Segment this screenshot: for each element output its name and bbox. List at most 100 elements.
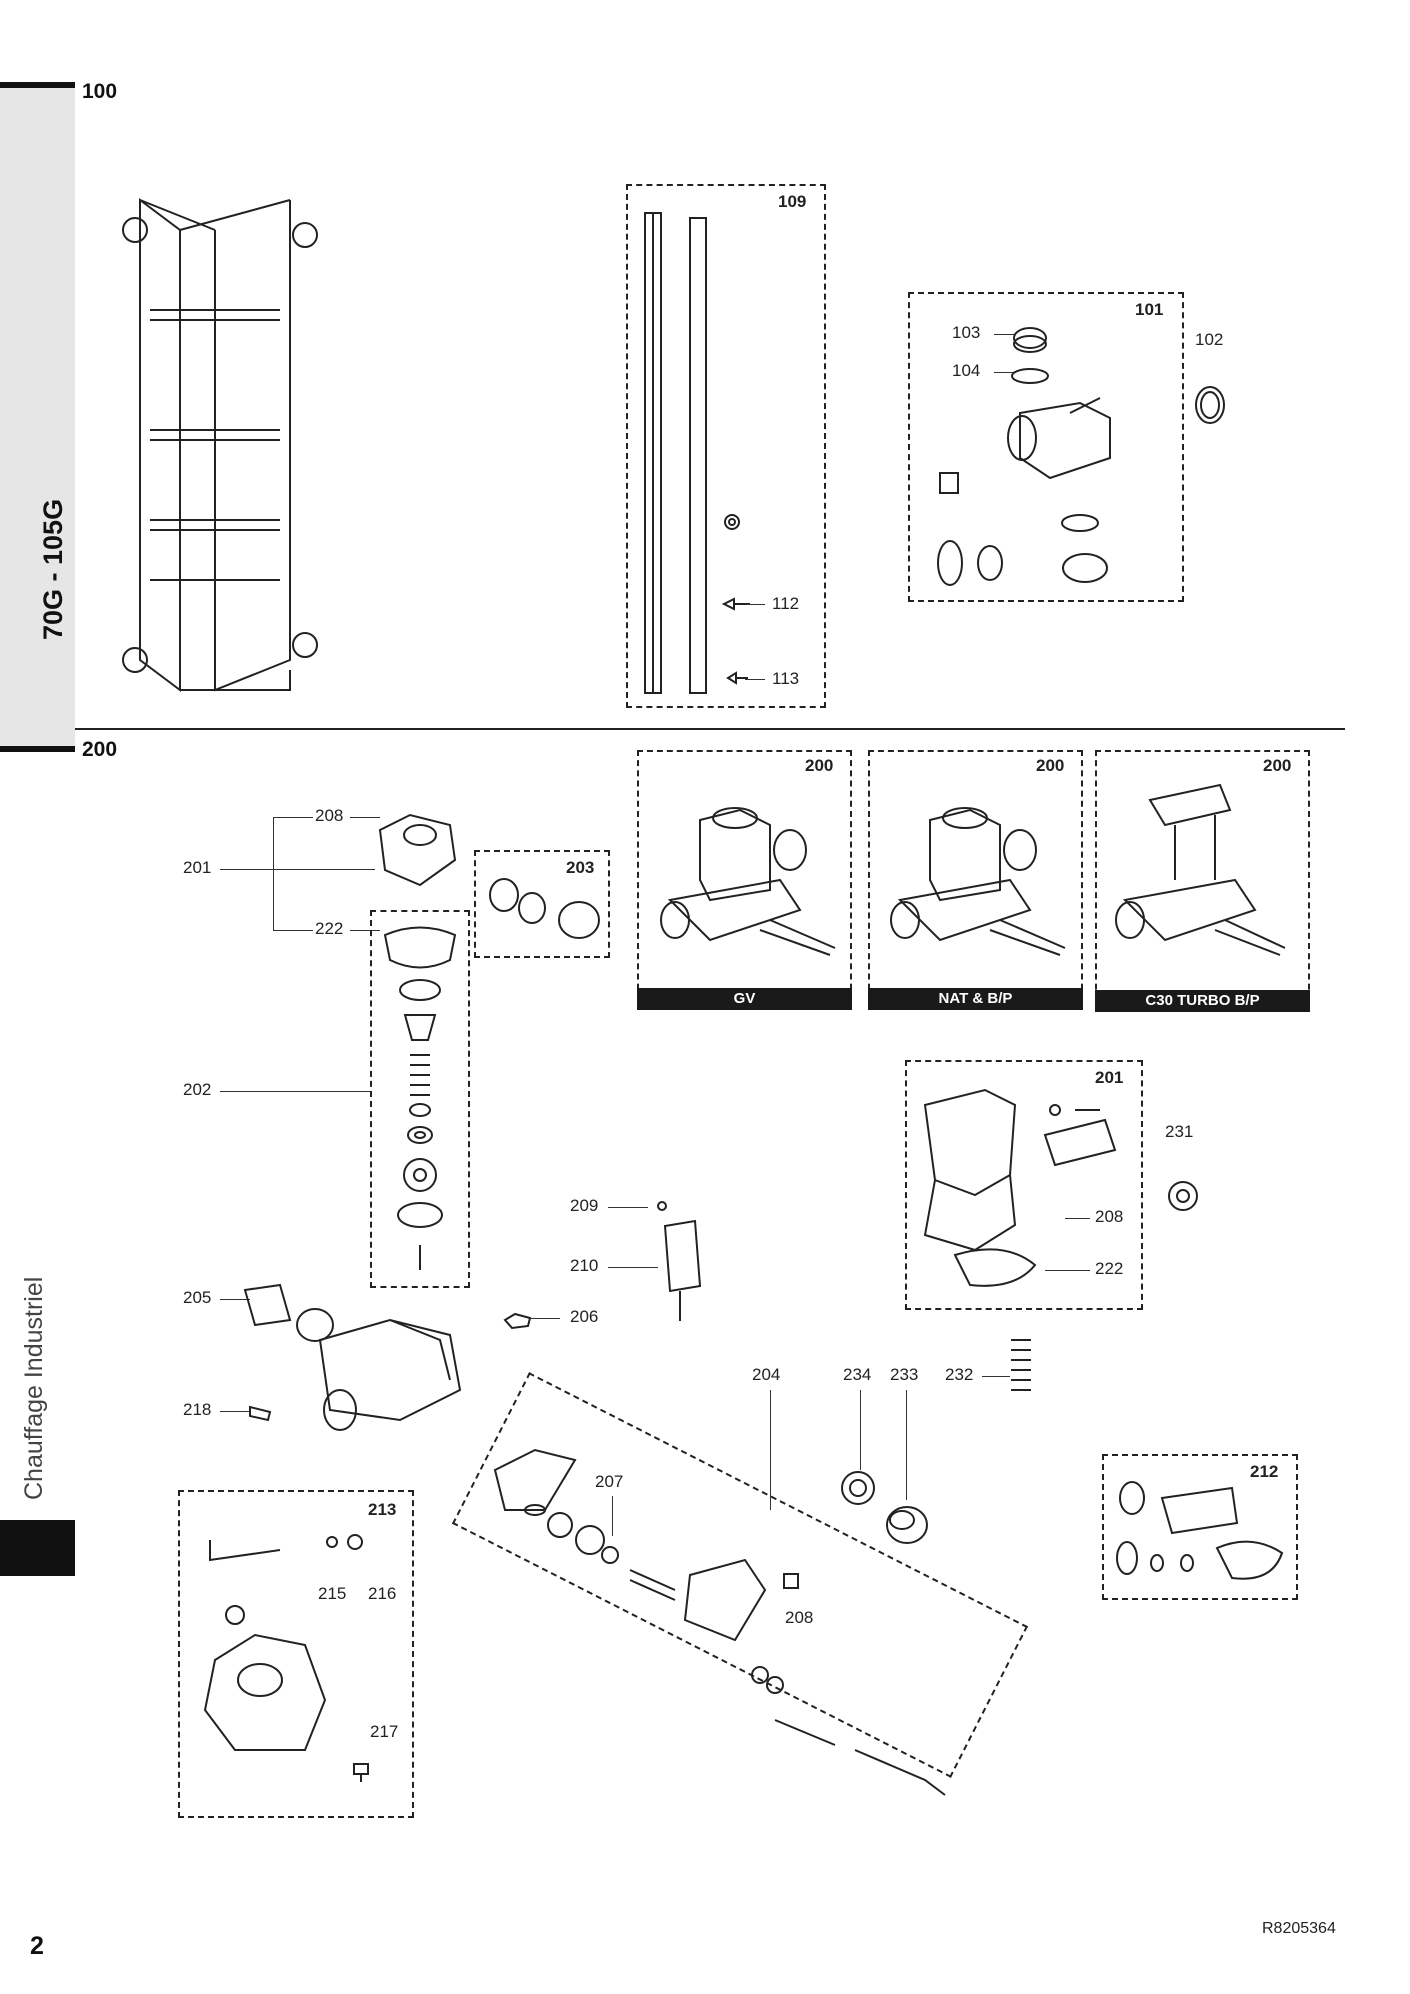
- screw-113-icon: [726, 671, 748, 685]
- label-209: 209: [570, 1196, 599, 1215]
- leader-104: [994, 372, 1016, 373]
- variant-c30-caption: C30 TURBO B/P: [1095, 990, 1310, 1012]
- leader-209: [608, 1207, 648, 1208]
- leader-206: [530, 1318, 560, 1319]
- label-222: 222: [315, 919, 344, 938]
- leader-201: [220, 869, 375, 870]
- leader-222-right: [350, 930, 380, 931]
- variant-nat-number: 200: [1036, 756, 1065, 775]
- side-tab-category: Chauffage Industriel: [20, 1276, 48, 1500]
- screw-206-icon: [503, 1312, 532, 1330]
- label-104: 104: [952, 361, 981, 380]
- valve-101-illustration: [937, 327, 1111, 586]
- label-208-box201: 208: [1095, 1207, 1124, 1226]
- nuts-215-216-icon: [326, 1534, 363, 1550]
- section-100-heading: 100: [82, 80, 118, 103]
- part-201-box: [905, 1060, 1143, 1310]
- cover-201-illustration: [378, 813, 457, 887]
- bushing-233-icon: [886, 1506, 928, 1544]
- label-204: 204: [752, 1365, 781, 1384]
- part-101-box: [908, 292, 1184, 602]
- label-202: 202: [183, 1080, 212, 1099]
- label-210: 210: [570, 1256, 599, 1275]
- part-101-label: 101: [1135, 300, 1164, 319]
- leader-202: [220, 1091, 370, 1092]
- side-tab-top-rule: [0, 82, 75, 88]
- label-206: 206: [570, 1307, 599, 1326]
- label-102: 102: [1195, 330, 1224, 349]
- document-reference: R8205364: [1262, 1920, 1336, 1937]
- leader-232: [982, 1376, 1010, 1377]
- part-109-box: [626, 184, 826, 708]
- leader-113: [745, 679, 765, 680]
- assembly-204-illustration: [493, 1448, 946, 1796]
- side-tab-grey: [0, 82, 75, 752]
- side-tab-black-block: [0, 1520, 75, 1576]
- part-201-box-label: 201: [1095, 1068, 1124, 1087]
- leader-205: [220, 1299, 250, 1300]
- leader-234: [860, 1390, 861, 1470]
- label-231: 231: [1165, 1122, 1194, 1141]
- label-233: 233: [890, 1365, 919, 1384]
- label-222-box201: 222: [1095, 1259, 1124, 1278]
- regulator-202-stack: [383, 926, 457, 1270]
- label-103: 103: [952, 323, 981, 342]
- variant-gv-number: 200: [805, 756, 834, 775]
- gas-valve-gv-illustration: [660, 807, 836, 956]
- seal-102-icon: [1195, 386, 1225, 424]
- page-number: 2: [30, 1932, 44, 1960]
- variant-gv-caption: GV: [637, 988, 852, 1010]
- label-232: 232: [945, 1365, 974, 1384]
- label-212: 212: [1250, 1462, 1279, 1481]
- leader-208-top: [350, 817, 380, 818]
- valve-body-illustration: [243, 1283, 462, 1431]
- cover-201-detail-illustration: [923, 1088, 1117, 1287]
- part-203-box: [474, 850, 610, 958]
- label-113: 113: [772, 669, 800, 688]
- fitting-210-illustration: [657, 1201, 702, 1321]
- gas-valve-c30-illustration: [1115, 783, 1286, 956]
- leader-103: [994, 334, 1014, 335]
- spring-232-icon: [1011, 1339, 1031, 1391]
- leader-201-bracket-top: [273, 817, 313, 818]
- part-109-label: 109: [778, 192, 807, 211]
- label-215: 215: [318, 1584, 347, 1603]
- leader-222: [273, 930, 313, 931]
- screw-217-icon: [353, 1763, 369, 1782]
- section-200-heading: 200: [82, 738, 118, 761]
- label-218: 218: [183, 1400, 212, 1419]
- seal-231-icon: [1168, 1181, 1198, 1211]
- label-112: 112: [772, 594, 800, 613]
- side-tab-model: 70G - 105G: [38, 498, 68, 640]
- leader-207: [612, 1496, 613, 1536]
- label-205: 205: [183, 1288, 212, 1307]
- leader-201-bracket: [273, 817, 274, 930]
- regulator-213-illustration: [203, 1605, 327, 1751]
- leader-112: [745, 604, 765, 605]
- seal-234-icon: [841, 1471, 875, 1505]
- label-216: 216: [368, 1584, 397, 1603]
- label-207: 207: [595, 1472, 624, 1491]
- leader-222-box201: [1045, 1270, 1090, 1271]
- screw-218-icon: [249, 1405, 272, 1422]
- part-212-box: [1102, 1454, 1298, 1600]
- side-tab-bottom-rule: [0, 746, 75, 752]
- label-208-lower: 208: [785, 1608, 814, 1627]
- leader-204: [770, 1390, 771, 1510]
- seals-203-illustration: [489, 878, 600, 939]
- leader-210: [608, 1267, 658, 1268]
- leader-218: [220, 1411, 250, 1412]
- leader-208-box201: [1065, 1218, 1090, 1219]
- washer-icon: [724, 514, 740, 530]
- seals-212-illustration: [1116, 1481, 1284, 1580]
- hex-key-icon: [209, 1540, 281, 1562]
- label-234: 234: [843, 1365, 872, 1384]
- section-divider: [75, 728, 1345, 730]
- part-202-box: [370, 910, 470, 1288]
- part-109-rails: [644, 212, 707, 694]
- label-217: 217: [370, 1722, 399, 1741]
- frame-illustration: [122, 198, 318, 692]
- label-208-top: 208: [315, 806, 344, 825]
- gas-valve-nat-illustration: [890, 807, 1066, 956]
- leader-233: [906, 1390, 907, 1500]
